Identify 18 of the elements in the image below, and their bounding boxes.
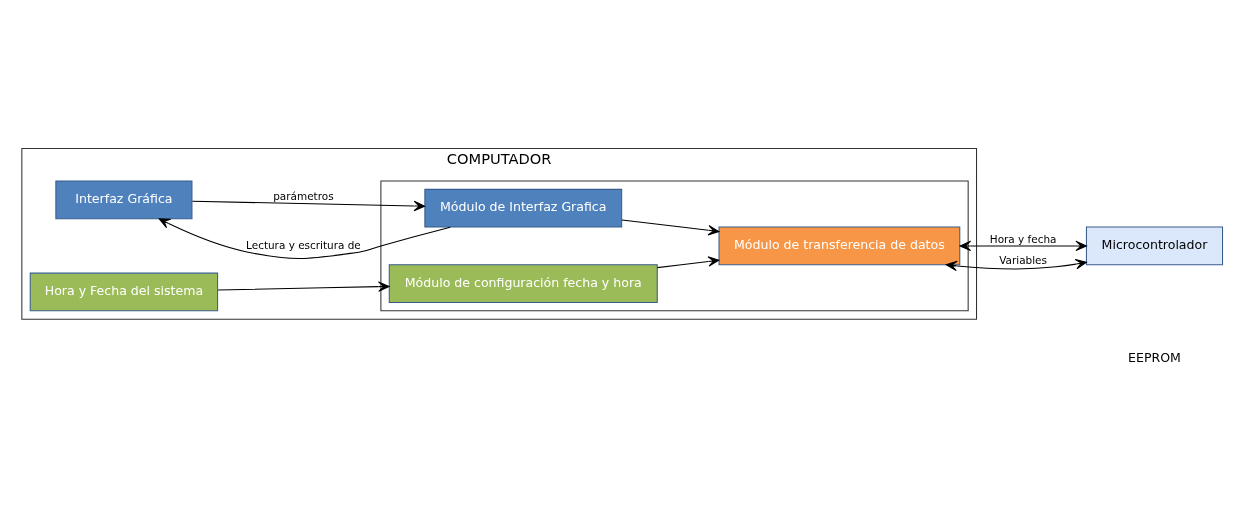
node-box: Hora y Fecha del sistema [29,272,218,311]
arrow [217,280,390,292]
node-box: Módulo de configuración fecha y hora [388,263,658,303]
label: EEPROM [1127,349,1181,365]
edge-label: parámetros [272,189,334,202]
arrow [620,218,719,236]
arrow [656,255,719,268]
edge-label: Lectura y escritura de [245,238,361,251]
edge-label: Hora y fecha [989,232,1056,245]
node-box: Módulo de transferencia de datos [718,226,960,265]
node-box: Microcontrolador [1085,226,1223,265]
arrow [959,240,1087,251]
node-box: Módulo de Interfaz Grafica [423,188,622,228]
node-box: Interfaz Gráfica [54,180,192,219]
edge-label: Variables [998,253,1047,266]
arrow [945,258,1087,271]
arrow [158,217,451,259]
arrow [191,200,425,211]
